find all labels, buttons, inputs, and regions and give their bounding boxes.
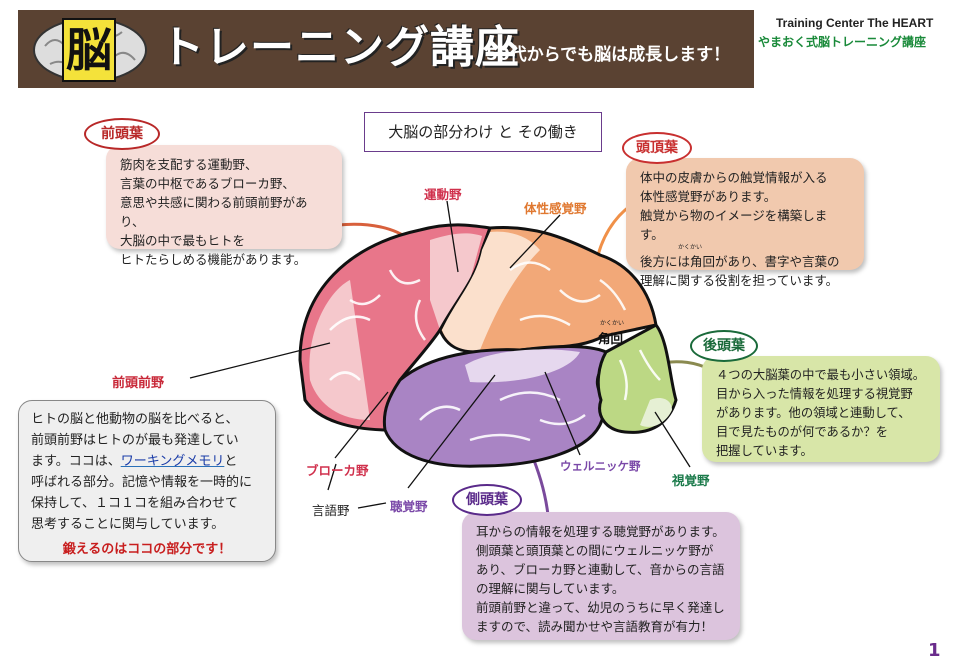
text-line: 保持して、１コ１コを組み合わせて	[31, 496, 238, 511]
org-name-en: Training Center The HEART	[776, 16, 934, 30]
text-line: 前頭前野と違って、幼児のうちに早く発達し	[476, 600, 725, 615]
text-line: ４つの大脳葉の中で最も小さい領域。	[716, 368, 926, 382]
text-line: 意思や共感に関わる前頭前野があり、	[120, 195, 308, 229]
text-line: の理解に関与しています。	[476, 581, 625, 596]
text-line: あり、ブローカ野と連動して、音からの言語	[476, 562, 725, 577]
frontal-lobe-description: 筋肉を支配する運動野、 言葉の中枢であるブローカ野、 意思や共感に関わる前頭前野…	[106, 145, 342, 267]
text-line: ヒトたらしめる機能があります。	[120, 252, 307, 267]
ruby-text: かくかい	[678, 244, 703, 251]
logo-character: 脳	[62, 18, 116, 82]
label-somatosensory-area: 体性感覚野	[524, 201, 587, 216]
label-visual-area: 視覚野	[672, 473, 710, 488]
text-line: 体性感覚野があります。	[640, 189, 777, 204]
text-line: 理解に関する役割を担っています。	[640, 273, 839, 288]
text-line: 触覚から物のイメージを構築します。	[640, 208, 828, 242]
text-line: 耳からの情報を処理する聴覚野があります。	[476, 524, 725, 539]
text-line: 後方には角回があり、書字や言葉の	[640, 254, 840, 269]
temporal-lobe-tag: 側頭葉	[452, 484, 522, 516]
label-auditory-area: 聴覚野	[390, 499, 428, 514]
text-line: 前頭前野はヒトのが最も発達してい	[31, 433, 239, 448]
text-line: 把握しています。	[716, 444, 813, 458]
text-line: があります。他の領域と連動して、	[716, 406, 911, 420]
diagram-title: 大脳の部分わけ と その働き	[364, 112, 602, 152]
text-line: 目で見たものが何であるか？を	[716, 425, 889, 439]
text-line: と	[224, 454, 238, 469]
label-prefrontal-area: 前頭前野	[112, 376, 165, 391]
text-line: 思考することに関与しています。	[31, 517, 225, 532]
text-line: 体中の皮膚からの触覚情報が入る	[640, 170, 828, 185]
text-line: 目から入った情報を処理する視覚野	[716, 387, 913, 401]
prefrontal-description: ヒトの脳と他動物の脳を比べると、 前頭前野はヒトのが最も発達してい ます。ココは…	[18, 400, 276, 562]
text-line: ヒトの脳と他動物の脳を比べると、	[31, 412, 239, 427]
label-angular-gyrus: 角回	[598, 331, 624, 346]
page-title: トレーニング講座	[160, 22, 520, 73]
temporal-lobe-description: 耳からの情報を処理する聴覚野があります。 側頭葉と頭頂葉との間にウェルニッケ野が…	[462, 512, 740, 640]
occipital-lobe-tag: 後頭葉	[690, 330, 758, 362]
text-line: 側頭葉と頭頂葉との間にウェルニッケ野が	[476, 543, 714, 558]
page-subtitle: 50代からでも脳は成長します！	[486, 45, 731, 65]
working-memory-link[interactable]: ワーキングメモリ	[120, 454, 225, 469]
text-line: 大脳の中で最もヒトを	[120, 233, 246, 248]
label-language-area: 言語野	[312, 503, 350, 518]
parietal-lobe-tag: 頭頂葉	[622, 132, 692, 164]
text-line: 言葉の中枢であるブローカ野、	[120, 176, 295, 191]
occipital-lobe-description: ４つの大脳葉の中で最も小さい領域。 目から入った情報を処理する視覚野 があります…	[702, 356, 940, 462]
text-line: ますので、読み聞かせや言語教育が有力！	[476, 619, 714, 634]
label-angular-ruby: かくかい	[600, 320, 625, 327]
label-motor-area: 運動野	[424, 187, 462, 202]
page-number: 1	[928, 640, 941, 661]
text-line: 呼ばれる部分。記憶や情報を一時的に	[31, 475, 253, 490]
frontal-lobe-tag: 前頭葉	[84, 118, 160, 150]
label-wernicke-area: ウェルニッケ野	[560, 459, 641, 473]
label-broca-area: ブローカ野	[306, 463, 369, 478]
emphasis-text: 鍛えるのはココの部分です！	[62, 542, 232, 557]
org-name-jp: やまおく式脳トレーニング講座	[758, 35, 927, 49]
text-line: ます。ココは、	[31, 454, 121, 469]
parietal-lobe-description: 体中の皮膚からの触覚情報が入る 体性感覚野があります。 触覚から物のイメージを構…	[626, 158, 864, 288]
text-line: 筋肉を支配する運動野、	[120, 157, 258, 172]
